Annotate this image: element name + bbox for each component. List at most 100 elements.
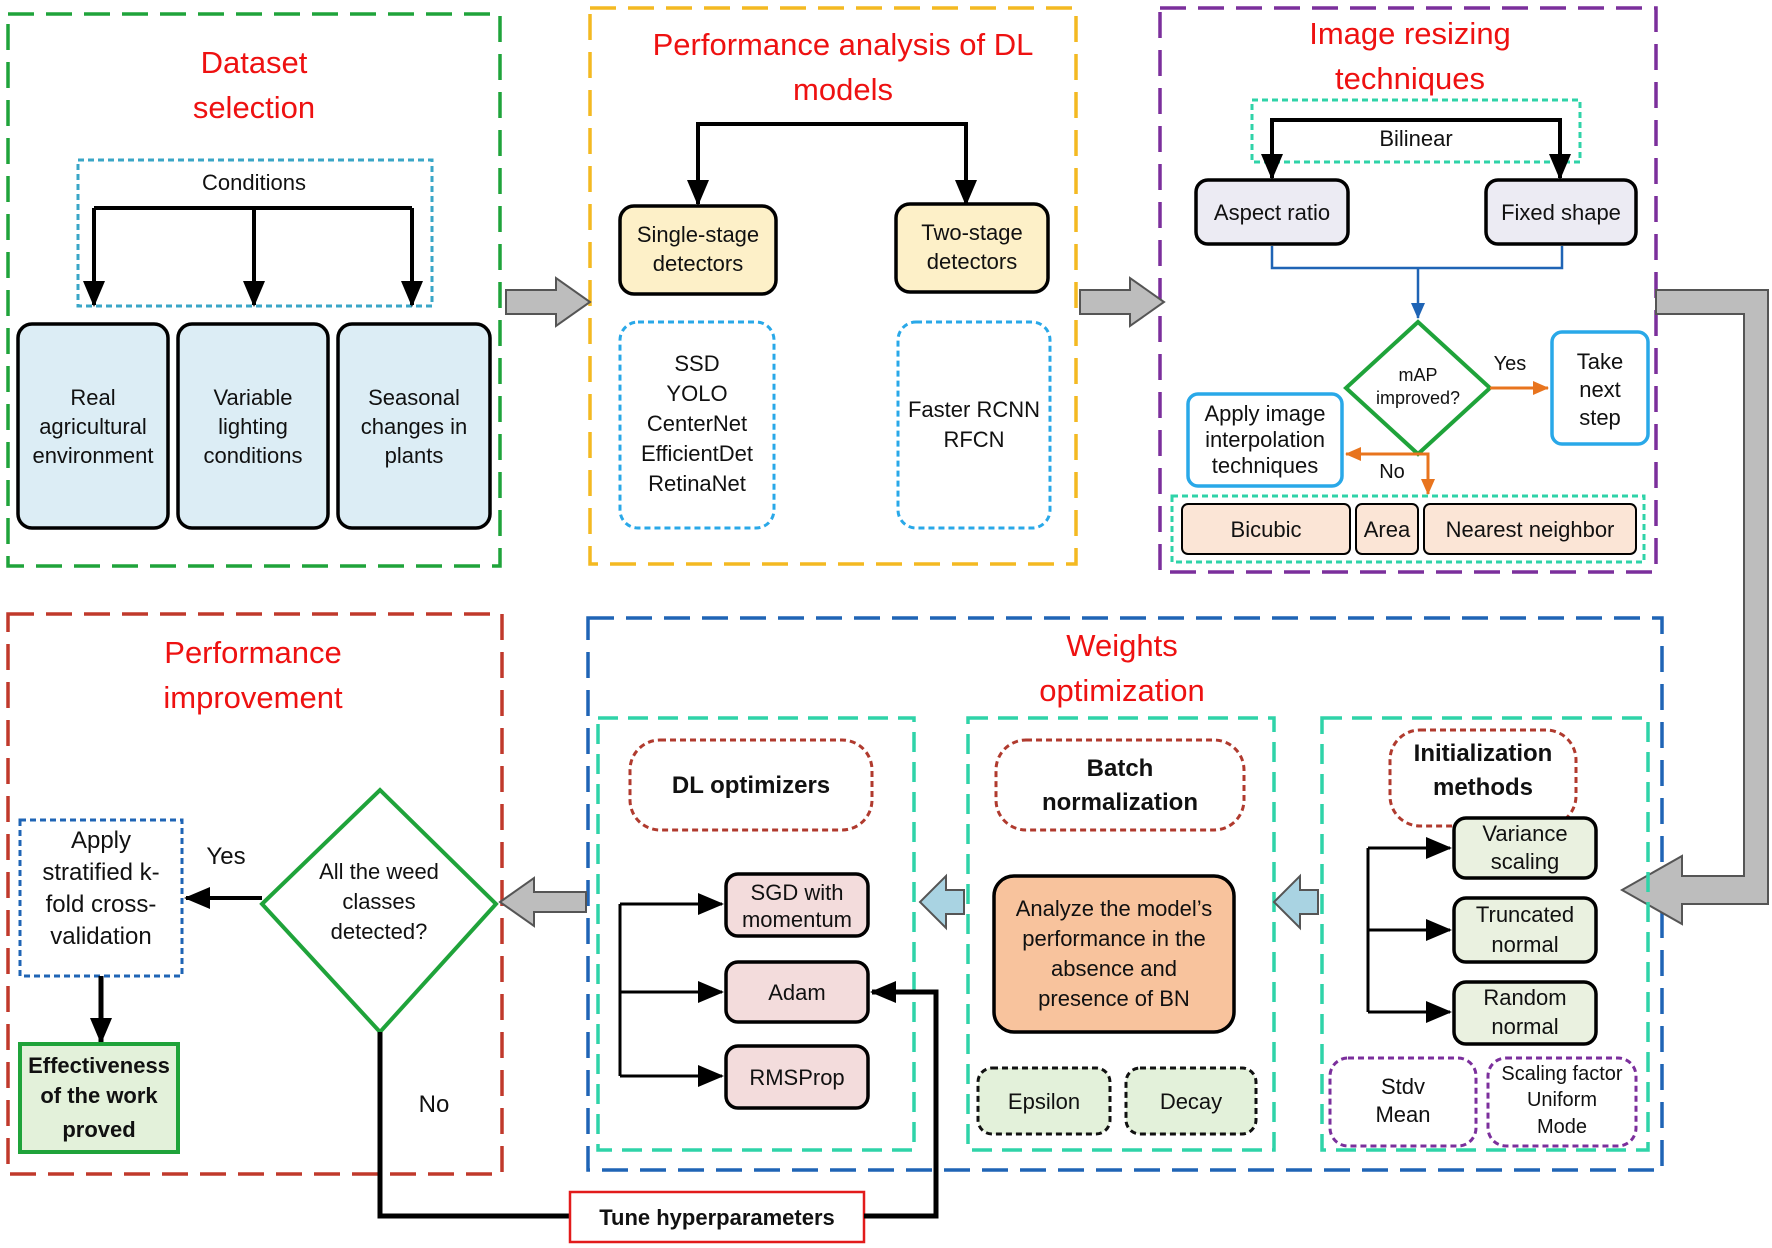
interpolation-line2: interpolation bbox=[1205, 427, 1325, 452]
analyze-bn-line3: absence and bbox=[1051, 956, 1177, 981]
model-ssd: SSD bbox=[674, 351, 719, 376]
next-step-line3: step bbox=[1579, 405, 1621, 430]
dataset-title-line1: Dataset bbox=[201, 45, 308, 80]
analyze-bn-box bbox=[992, 874, 1236, 1034]
stratified-line4: validation bbox=[50, 923, 151, 950]
weights-title-line2: optimization bbox=[1039, 673, 1204, 708]
optimizer-sgd-line1: SGD with bbox=[751, 880, 844, 905]
condition-lighting-line2: lighting bbox=[218, 414, 288, 439]
method-area bbox=[1355, 503, 1419, 555]
models-title-line2: models bbox=[793, 72, 893, 107]
condition-real-line1: Real bbox=[70, 385, 115, 410]
resize-no-label: No bbox=[1379, 461, 1405, 483]
init-truncated-line1: Truncated bbox=[1476, 902, 1574, 927]
improve-no-label: No bbox=[419, 1091, 450, 1118]
batch-norm-header-line1: Batch bbox=[1087, 755, 1154, 782]
method-area-label: Area bbox=[1364, 517, 1411, 542]
param-epsilon-label: Epsilon bbox=[1008, 1089, 1080, 1114]
optimizer-rmsprop bbox=[724, 1044, 870, 1110]
weed-decision-line3: detected? bbox=[331, 919, 428, 944]
models-section bbox=[588, 6, 1078, 566]
model-efficientdet: EfficientDet bbox=[641, 441, 753, 466]
effective-line1: Effectiveness bbox=[28, 1053, 170, 1078]
condition-real-environment bbox=[16, 322, 170, 530]
init-params-stdv-mean bbox=[1328, 1056, 1478, 1148]
condition-lighting-line1: Variable bbox=[213, 385, 292, 410]
analyze-bn-line2: performance in the bbox=[1022, 926, 1205, 951]
improve-yes-label: Yes bbox=[206, 843, 245, 870]
stratified-line1: Apply bbox=[71, 827, 131, 854]
resize-title-line2: techniques bbox=[1335, 61, 1485, 96]
flow-arrow-resize-to-weights bbox=[1619, 289, 1769, 926]
init-header-line2: methods bbox=[1433, 774, 1533, 801]
tune-hyperparameters-label: Tune hyperparameters bbox=[599, 1205, 835, 1230]
init-truncated-normal bbox=[1452, 896, 1598, 964]
batch-norm-header-line2: normalization bbox=[1042, 789, 1198, 816]
init-header-line1: Initialization bbox=[1414, 740, 1553, 767]
models-title-line1: Performance analysis of DL bbox=[653, 27, 1034, 62]
optimizer-adam bbox=[724, 960, 870, 1024]
improve-title-line1: Performance bbox=[164, 635, 341, 670]
single-stage-detectors bbox=[618, 204, 778, 296]
model-yolo: YOLO bbox=[666, 381, 727, 406]
dataset-title-line2: selection bbox=[193, 90, 315, 125]
param-stdv: Stdv bbox=[1381, 1074, 1425, 1099]
method-bicubic bbox=[1181, 503, 1351, 555]
flow-arrow-dataset-to-models bbox=[505, 276, 592, 328]
param-scaling-factor: Scaling factor bbox=[1501, 1063, 1623, 1085]
resize-yes-label: Yes bbox=[1494, 353, 1527, 375]
effectiveness-box bbox=[18, 1042, 180, 1154]
two-stage-line1: Two-stage bbox=[921, 220, 1023, 245]
weed-decision-line1: All the weed bbox=[319, 859, 439, 884]
conditions-label: Conditions bbox=[202, 170, 306, 195]
init-random-line2: normal bbox=[1491, 1014, 1558, 1039]
weed-decision-line2: classes bbox=[342, 889, 415, 914]
two-stage-list bbox=[896, 320, 1052, 530]
aspect-ratio-box bbox=[1194, 178, 1350, 246]
next-step-line2: next bbox=[1579, 377, 1621, 402]
init-variance-line2: scaling bbox=[1491, 849, 1559, 874]
condition-seasonal-line2: changes in bbox=[361, 414, 467, 439]
method-nearest-neighbor bbox=[1423, 503, 1637, 555]
two-stage-line2: detectors bbox=[927, 249, 1018, 274]
condition-variable-lighting bbox=[176, 322, 330, 530]
model-retinanet: RetinaNet bbox=[648, 471, 746, 496]
resize-title-line1: Image resizing bbox=[1309, 16, 1511, 51]
stratified-line2: stratified k- bbox=[42, 859, 159, 886]
map-decision-line2: improved? bbox=[1376, 388, 1460, 408]
improve-no-path bbox=[377, 1032, 570, 1219]
optimizer-sgd bbox=[724, 872, 870, 938]
optimizers-group bbox=[596, 716, 916, 1152]
flow-arrow-weights-to-improve bbox=[498, 876, 587, 928]
condition-lighting-line3: conditions bbox=[203, 443, 302, 468]
effective-line3: proved bbox=[62, 1117, 135, 1142]
param-mode: Mode bbox=[1537, 1116, 1587, 1138]
fixed-shape-box bbox=[1484, 178, 1638, 246]
effective-line2: of the work bbox=[40, 1083, 158, 1108]
interpolation-line1: Apply image bbox=[1204, 401, 1325, 426]
analyze-bn-line1: Analyze the model’s bbox=[1016, 896, 1213, 921]
improve-title-line2: improvement bbox=[163, 680, 343, 715]
improve-section bbox=[6, 612, 504, 1176]
single-stage-list bbox=[618, 320, 776, 530]
dataset-section bbox=[6, 12, 502, 568]
init-variance-line1: Variance bbox=[1482, 821, 1567, 846]
init-variance-scaling bbox=[1452, 816, 1598, 880]
init-methods-header bbox=[1388, 728, 1578, 828]
take-next-step-box bbox=[1550, 330, 1650, 446]
weights-title-line1: Weights bbox=[1066, 628, 1177, 663]
condition-seasonal-line1: Seasonal bbox=[368, 385, 460, 410]
optimizers-header-label: DL optimizers bbox=[672, 772, 830, 799]
analyze-bn-line4: presence of BN bbox=[1038, 986, 1190, 1011]
condition-real-line3: environment bbox=[32, 443, 153, 468]
bilinear-group bbox=[1250, 98, 1582, 164]
model-faster-rcnn: Faster RCNN bbox=[908, 397, 1040, 422]
init-params-scaling bbox=[1486, 1056, 1638, 1148]
condition-seasonal-changes bbox=[336, 322, 492, 530]
model-centernet: CenterNet bbox=[647, 411, 747, 436]
init-random-normal bbox=[1452, 980, 1598, 1046]
init-methods-group bbox=[1320, 716, 1650, 1152]
param-uniform: Uniform bbox=[1527, 1089, 1597, 1111]
optimizer-adam-label: Adam bbox=[768, 980, 825, 1005]
